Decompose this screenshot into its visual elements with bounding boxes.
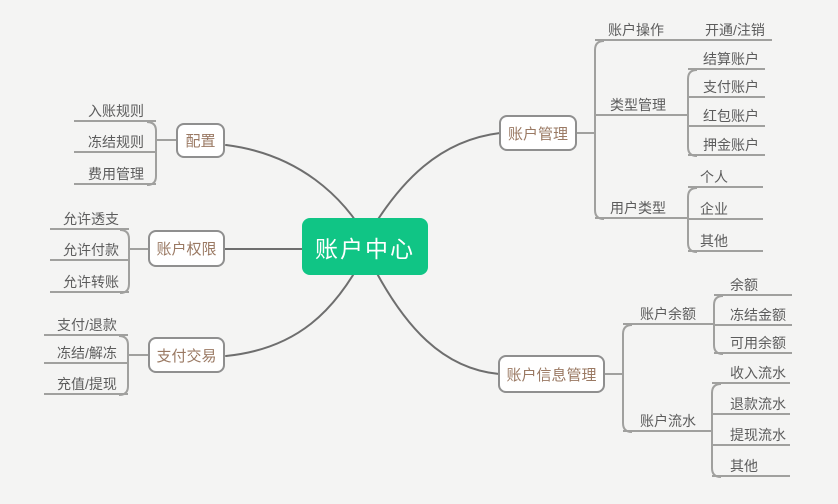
leaf-balance[interactable]: 余额 <box>714 274 792 296</box>
leaf-fee-management[interactable]: 费用管理 <box>74 163 156 185</box>
leaf-enterprise[interactable]: 企业 <box>688 198 763 220</box>
leaf-income-flow[interactable]: 收入流水 <box>712 362 790 384</box>
leaf-flow-other[interactable]: 其他 <box>712 455 790 477</box>
leaf-withdraw-flow[interactable]: 提现流水 <box>712 424 790 446</box>
branch-payment-transactions[interactable]: 支付交易 <box>148 337 225 373</box>
sub-type-management[interactable]: 类型管理 <box>595 94 688 116</box>
branch-config[interactable]: 配置 <box>176 123 225 158</box>
branch-account-management[interactable]: 账户管理 <box>499 115 577 151</box>
leaf-open-close[interactable]: 开通/注销 <box>684 19 772 41</box>
leaf-other-user[interactable]: 其他 <box>688 230 763 252</box>
branch-account-info-management[interactable]: 账户信息管理 <box>498 355 605 393</box>
leaf-allow-payment[interactable]: 允许付款 <box>50 239 129 261</box>
leaf-freeze-rules[interactable]: 冻结规则 <box>74 131 156 153</box>
leaf-payment-account[interactable]: 支付账户 <box>688 76 765 98</box>
leaf-personal[interactable]: 个人 <box>688 166 763 188</box>
leaf-deposit-account[interactable]: 押金账户 <box>688 134 765 156</box>
branch-account-permissions[interactable]: 账户权限 <box>148 230 225 267</box>
sub-account-operations[interactable]: 账户操作 <box>595 19 684 41</box>
leaf-available-balance[interactable]: 可用余额 <box>714 332 792 354</box>
root-account-center[interactable]: 账户中心 <box>302 218 428 275</box>
sub-account-balance[interactable]: 账户余额 <box>623 303 714 325</box>
leaf-allow-overdraft[interactable]: 允许透支 <box>50 208 129 230</box>
leaf-refund-flow[interactable]: 退款流水 <box>712 393 790 415</box>
sub-account-flow[interactable]: 账户流水 <box>623 410 712 432</box>
leaf-entry-rules[interactable]: 入账规则 <box>74 100 156 122</box>
leaf-redpacket-account[interactable]: 红包账户 <box>688 105 765 127</box>
leaf-frozen-amount[interactable]: 冻结金额 <box>714 304 792 326</box>
sub-user-type[interactable]: 用户类型 <box>595 197 688 219</box>
leaf-allow-transfer[interactable]: 允许转账 <box>50 271 129 293</box>
leaf-settlement-account[interactable]: 结算账户 <box>688 48 765 70</box>
leaf-recharge-withdraw[interactable]: 充值/提现 <box>44 373 128 395</box>
leaf-pay-refund[interactable]: 支付/退款 <box>44 314 128 336</box>
leaf-freeze-unfreeze[interactable]: 冻结/解冻 <box>44 342 128 364</box>
